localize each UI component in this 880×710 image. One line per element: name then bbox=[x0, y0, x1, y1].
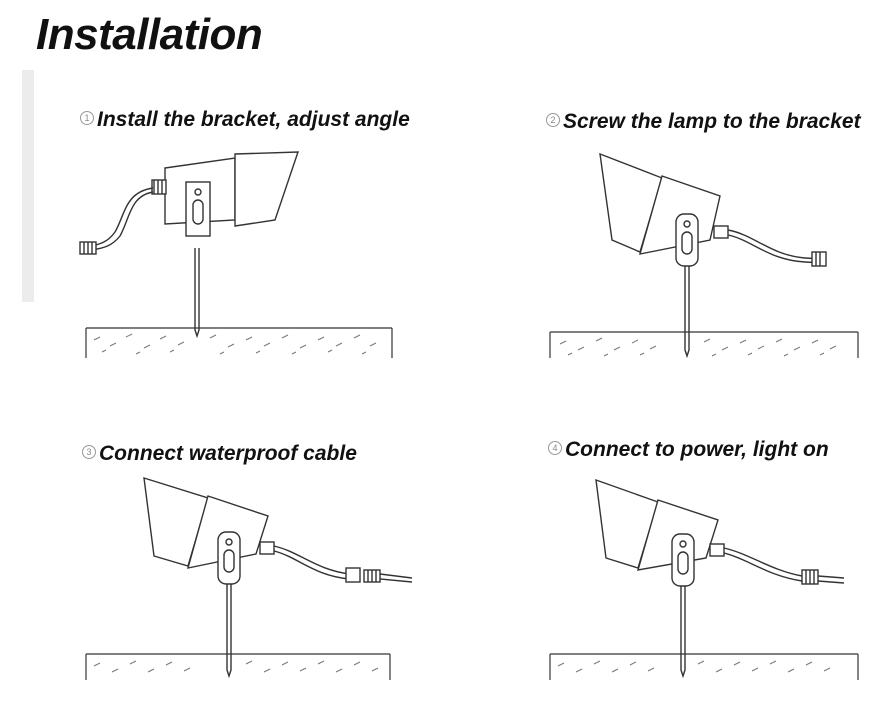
step-4-text: Connect to power, light on bbox=[565, 438, 829, 461]
sidebar-accent bbox=[22, 70, 34, 302]
step-4-number: 4 bbox=[548, 441, 562, 456]
page-title: Installation bbox=[36, 10, 263, 59]
step-2-text: Screw the lamp to the bracket bbox=[563, 110, 861, 133]
step-2-illustration bbox=[540, 140, 870, 380]
step-1-number: 1 bbox=[80, 111, 94, 126]
step-1-text: Install the bracket, adjust angle bbox=[97, 108, 410, 131]
step-3-number: 3 bbox=[82, 445, 96, 460]
step-3-illustration bbox=[80, 470, 413, 710]
step-1-illustration bbox=[70, 140, 400, 380]
step-2-number: 2 bbox=[546, 113, 560, 128]
step-3-text: Connect waterproof cable bbox=[99, 442, 357, 465]
step-4-illustration bbox=[540, 470, 870, 710]
